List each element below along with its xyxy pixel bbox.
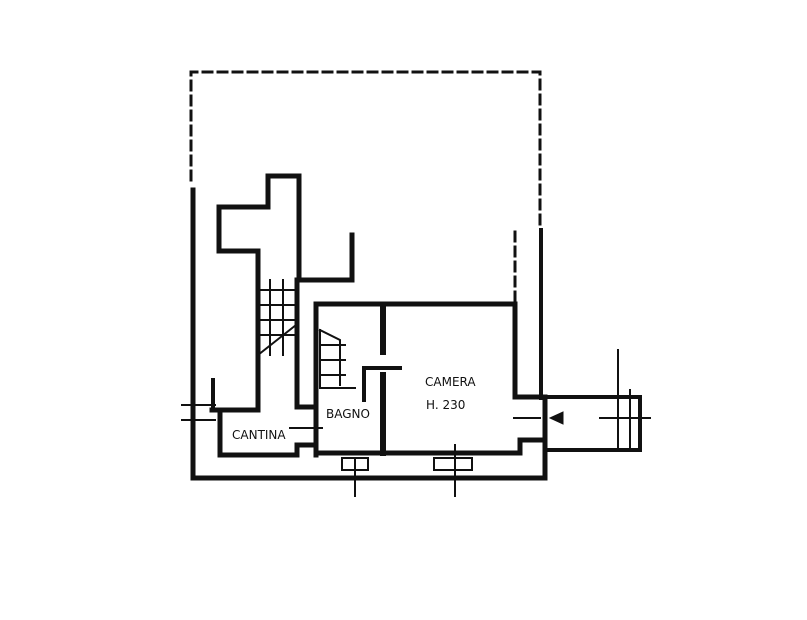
room-height-camera: H. 230 [426, 398, 466, 412]
room-label-bagno: BAGNO [326, 407, 370, 421]
bagno-camera-wall [313, 301, 548, 450]
opening-marks [181, 404, 651, 497]
bagno-camera-bottom [313, 437, 543, 456]
property-boundary-dashed [189, 70, 542, 232]
stair-right-wall [294, 277, 319, 410]
stair-block-wall [216, 173, 355, 413]
room-label-camera: CAMERA [425, 375, 476, 389]
outer-wall [190, 187, 548, 481]
stairs-hatch [256, 279, 356, 389]
room-label-cantina: CANTINA [232, 428, 286, 442]
annex-wall [543, 395, 642, 452]
